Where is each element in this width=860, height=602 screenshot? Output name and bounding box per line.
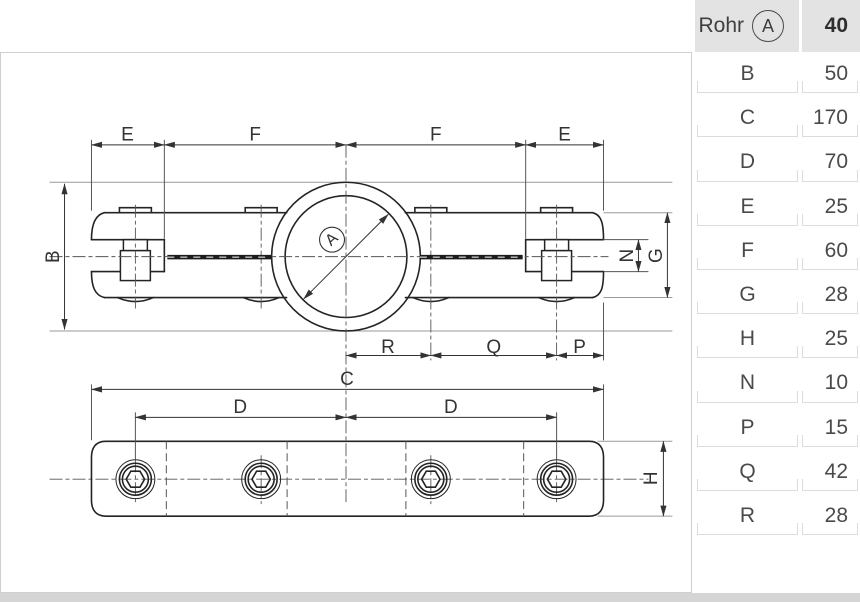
dimension-value: 42 (802, 450, 858, 494)
dimension-value: 28 (802, 494, 858, 538)
auxiliary-lines (49, 181, 673, 517)
dimension-key: E (697, 185, 798, 229)
dim-label-E: E (121, 124, 134, 145)
table-header: Rohr A 40 (695, 0, 860, 52)
dim-label-B: B (43, 250, 64, 263)
balloon-a-badge: A (752, 10, 784, 42)
dimension-value: 28 (802, 273, 858, 317)
dim-label-F: F (430, 124, 442, 145)
hidden-edges (165, 441, 525, 517)
dimension-value: 25 (802, 317, 858, 361)
screw-holes (115, 459, 577, 500)
dim-label-Q: Q (486, 337, 501, 358)
dimension-value: 25 (802, 185, 858, 229)
dim-label-D: D (233, 397, 247, 418)
balloon-a-circle (319, 226, 346, 253)
header-divider (799, 0, 802, 52)
dimension-value: 170 (802, 96, 858, 140)
dimension-key: C (697, 96, 798, 140)
dimension-lines (61, 141, 671, 517)
dimension-key: R (697, 494, 798, 538)
dimension-value: 15 (802, 406, 858, 450)
dim-label-E: E (558, 124, 571, 145)
dim-label-H: H (641, 471, 662, 485)
dimension-key: D (697, 140, 798, 184)
dim-label-P: P (573, 337, 586, 358)
dim-label-R: R (381, 337, 395, 358)
pipe-label: Rohr (698, 14, 744, 37)
pipe-diameter-value: 40 (824, 14, 848, 37)
bottom-view-outline (90, 440, 605, 517)
table-header-label: Rohr A (695, 10, 793, 42)
horizontal-scrollbar (0, 593, 860, 602)
extension-lines (90, 139, 649, 460)
dimension-key: H (697, 317, 798, 361)
dimension-value: 10 (802, 361, 858, 405)
dim-label-G: G (646, 248, 667, 263)
dimension-key: F (697, 229, 798, 273)
dim-label-D: D (444, 397, 458, 418)
dimension-key: G (697, 273, 798, 317)
dimension-value: 70 (802, 140, 858, 184)
dimension-key: Q (697, 450, 798, 494)
dim-label-N: N (617, 249, 638, 263)
centerlines (49, 144, 649, 506)
dimension-key: B (697, 52, 798, 96)
dimension-value: 60 (802, 229, 858, 273)
dim-label-F: F (249, 124, 261, 145)
dimension-key: N (697, 361, 798, 405)
dimension-key: P (697, 406, 798, 450)
dim-label-C: C (340, 369, 354, 390)
dimension-value: 50 (802, 52, 858, 96)
